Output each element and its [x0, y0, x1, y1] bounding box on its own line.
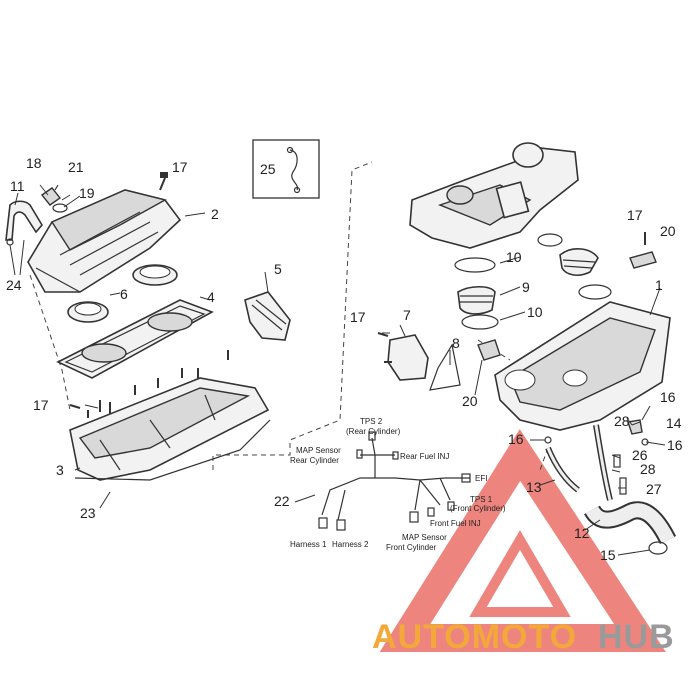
- callout-27: 27: [646, 481, 662, 497]
- callout-25: 25: [260, 161, 276, 177]
- cable-part-8: [429, 343, 461, 391]
- callout-17c: 17: [350, 309, 366, 325]
- callout-5: 5: [274, 261, 282, 277]
- bracket-part-7: [377, 332, 429, 381]
- callout-23: 23: [80, 505, 96, 521]
- watermark-text: AUTOMOTO HUB: [372, 618, 675, 656]
- fitting-parts-14-16-27-28: [544, 419, 649, 495]
- sensor-parts-18-19-21: [40, 184, 68, 213]
- callout-16a: 16: [660, 389, 676, 405]
- callout-17d: 17: [33, 397, 49, 413]
- callout-26: 26: [632, 447, 648, 463]
- callout-16c: 16: [508, 431, 524, 447]
- clamp-part-10-top: [454, 233, 612, 330]
- boot-part-9: [457, 248, 599, 315]
- label-rear-fuel-inj: Rear Fuel INJ: [400, 452, 449, 461]
- callout-13: 13: [526, 479, 542, 495]
- callout-16b: 16: [667, 437, 683, 453]
- callout-10b: 10: [527, 304, 543, 320]
- label-tps2-sub: (Rear Cylinder): [346, 427, 401, 436]
- part-25-inset: [252, 139, 320, 199]
- label-map-front: MAP Sensor: [402, 533, 447, 542]
- watermark-automoto: AUTOMOTO: [372, 618, 577, 656]
- callout-15: 15: [600, 547, 616, 563]
- callout-4: 4: [207, 289, 215, 305]
- hose-part-13: [545, 446, 580, 493]
- ring-part-6: [67, 264, 178, 323]
- callout-20b: 20: [462, 393, 478, 409]
- hose-part-11: [5, 200, 43, 246]
- callout-20a: 20: [660, 223, 676, 239]
- label-tps1-sub: (Front Cylinder): [450, 504, 506, 513]
- callout-17b: 17: [627, 207, 643, 223]
- throttle-body-assembly: [409, 142, 579, 249]
- callout-labels: 1 2 3 4 5 6 7 8 9 10 10 11 12 13 14 15 1…: [6, 155, 683, 563]
- label-tps2: TPS 2: [360, 417, 383, 426]
- bolt-part-17-top: [159, 172, 168, 191]
- sensor-part-20-mid: [477, 339, 501, 361]
- callout-22: 22: [274, 493, 290, 509]
- clamp-part-15: [648, 541, 668, 555]
- watermark-logo: [379, 429, 666, 652]
- label-harness-2: Harness 2: [332, 540, 369, 549]
- callout-18: 18: [26, 155, 42, 171]
- label-efi: EFI: [475, 474, 487, 483]
- wiring-labels: TPS 2 (Rear Cylinder) MAP Sensor Rear Cy…: [290, 417, 506, 552]
- callout-2: 2: [211, 206, 219, 222]
- callout-9: 9: [522, 279, 530, 295]
- callout-17a: 17: [172, 159, 188, 175]
- plenum-part-1: [494, 301, 671, 431]
- callout-21: 21: [68, 159, 84, 175]
- callout-6: 6: [120, 286, 128, 302]
- callout-12: 12: [574, 525, 590, 541]
- air-filter-part-4: [56, 299, 214, 379]
- airbox-base-part-3: [69, 377, 270, 481]
- callout-10a: 10: [506, 249, 522, 265]
- label-front-fuel-inj: Front Fuel INJ: [430, 519, 481, 528]
- label-map-front-sub: Front Cylinder: [386, 543, 437, 552]
- bolts-row: [69, 350, 229, 418]
- sensor-part-20-right: [629, 232, 657, 269]
- leader-lines: [9, 184, 666, 556]
- callout-19: 19: [79, 185, 95, 201]
- wiring-harness-part-22: [318, 431, 471, 531]
- intake-duct-part-5: [244, 291, 291, 341]
- callout-8: 8: [452, 335, 460, 351]
- hose-part-12: [584, 501, 677, 545]
- label-map-rear-sub: Rear Cylinder: [290, 456, 339, 465]
- label-tps1: TPS 1: [470, 495, 493, 504]
- callout-3: 3: [56, 462, 64, 478]
- gasket-part-23: [74, 419, 271, 481]
- hose-part-26: [593, 424, 613, 501]
- label-map-rear: MAP Sensor: [296, 446, 341, 455]
- callout-28a: 28: [614, 413, 630, 429]
- callout-24: 24: [6, 277, 22, 293]
- callout-14: 14: [666, 415, 682, 431]
- callout-1: 1: [655, 277, 663, 293]
- callout-7: 7: [403, 307, 411, 323]
- label-harness-1: Harness 1: [290, 540, 327, 549]
- callout-28b: 28: [640, 461, 656, 477]
- airbox-cover-part-2: [27, 189, 182, 293]
- callout-11: 11: [10, 178, 25, 194]
- watermark-hub: HUB: [598, 618, 675, 656]
